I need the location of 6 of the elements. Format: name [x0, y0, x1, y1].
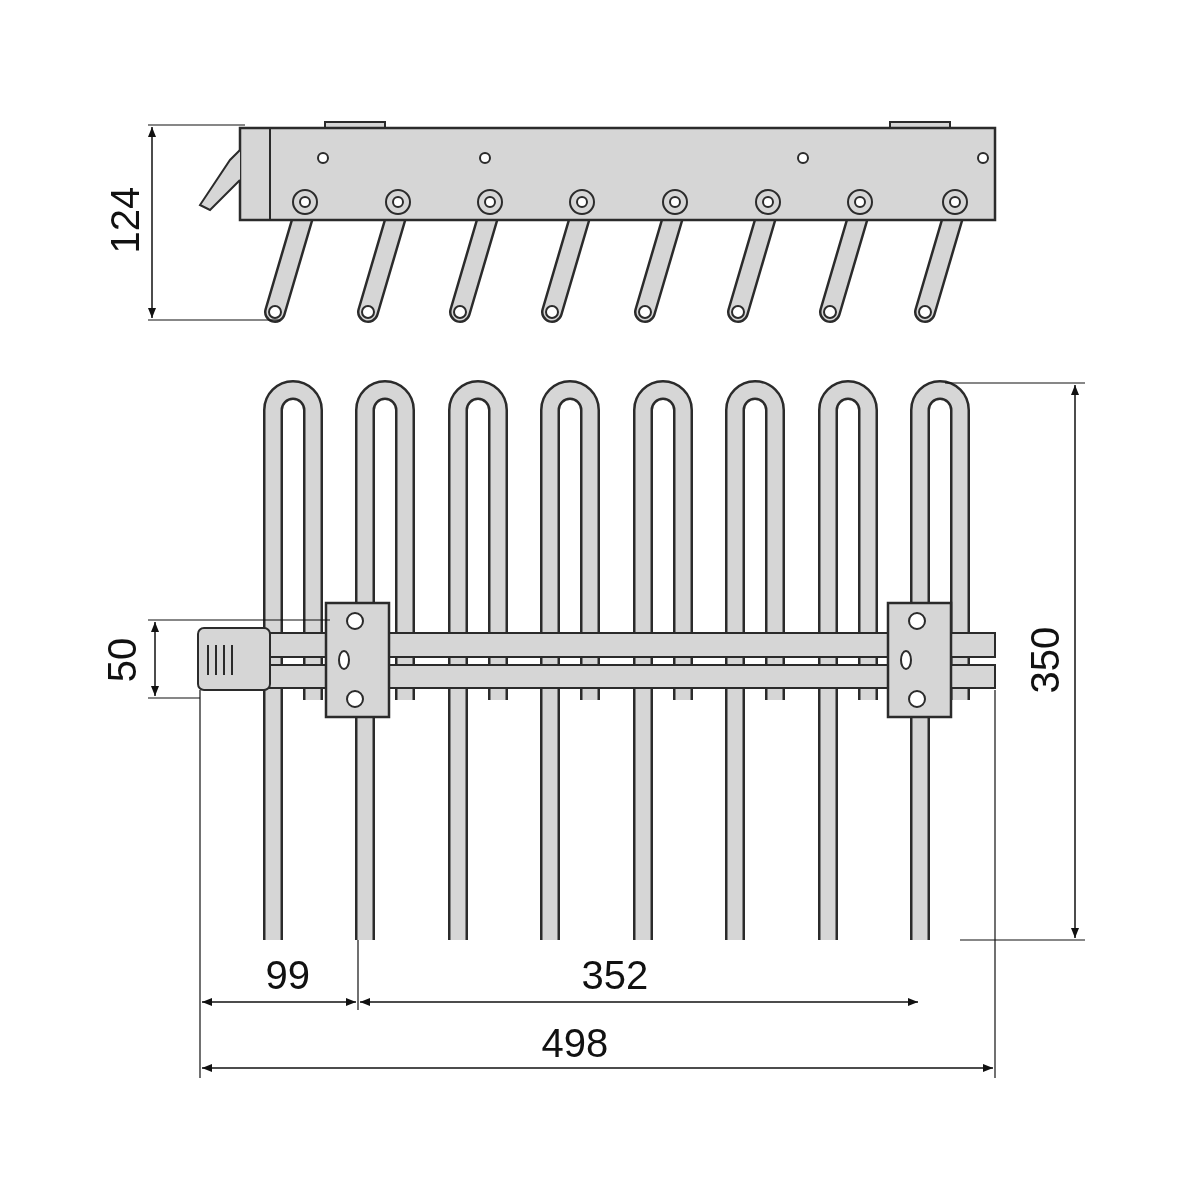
dimension-label: 498: [541, 1023, 609, 1063]
dimension-label: 99: [265, 955, 310, 995]
dimension-label: 50: [101, 637, 142, 683]
dimension-label: 124: [104, 186, 145, 254]
dimension-label: 352: [581, 955, 649, 995]
dimension-label: 350: [1024, 626, 1065, 694]
